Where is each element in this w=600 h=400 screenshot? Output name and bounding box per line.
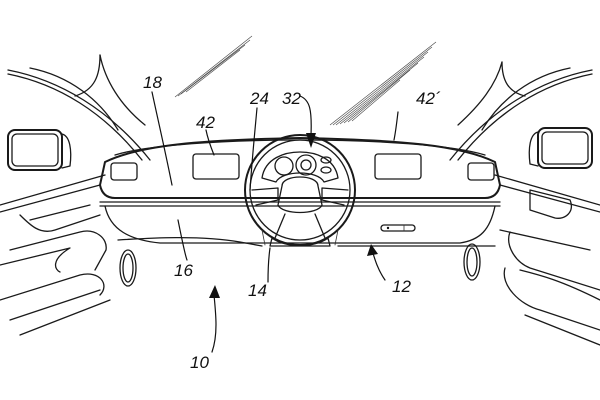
right-side-mirror [528,127,593,169]
arrow-32-head [306,133,316,148]
leader-24 [249,107,258,191]
ref-24-label: 24 [249,89,269,108]
ref-42-prime-label: 42´ [416,89,441,108]
ref-16-label: 16 [174,261,193,280]
speedometer-gauge [274,156,294,176]
dashboard [99,137,501,244]
right-display-42-prime [374,153,422,180]
arrow-12-head [367,244,378,256]
left-display-42 [192,153,240,180]
tachometer-gauge [295,154,317,176]
cluster-indicator-top [320,156,332,164]
steering-wheel [244,134,356,247]
glovebox-handle [380,224,416,232]
left-door-panel [0,174,111,336]
left-a-pillar [7,54,151,161]
ref-10-label: 10 [190,353,209,372]
ref-14-label: 14 [248,281,267,300]
windshield-glare-left [174,35,253,98]
leader-16 [177,219,188,261]
left-air-vent [110,162,138,181]
leader-10 [211,294,217,353]
left-speaker [119,249,137,287]
airbag-hub [277,176,323,214]
ref-12-label: 12 [392,277,411,296]
right-door-panel [494,174,600,346]
leader-14 [267,247,271,283]
right-air-vent [467,162,495,181]
leader-18 [151,91,173,186]
left-speaker-inner [122,253,134,283]
ref-32-label: 32 [282,89,301,108]
cluster-indicator-bottom [320,166,332,174]
leader-42 [205,129,215,156]
arrow-10-head [209,285,220,298]
windshield-glare-center [329,41,437,126]
right-speaker [463,243,481,281]
ref-42-label: 42 [196,113,215,132]
left-side-mirror [7,129,72,171]
right-a-pillar [449,61,593,161]
ref-18-label: 18 [143,73,162,92]
leader-42-prime [393,111,399,141]
right-speaker-inner [466,247,478,277]
